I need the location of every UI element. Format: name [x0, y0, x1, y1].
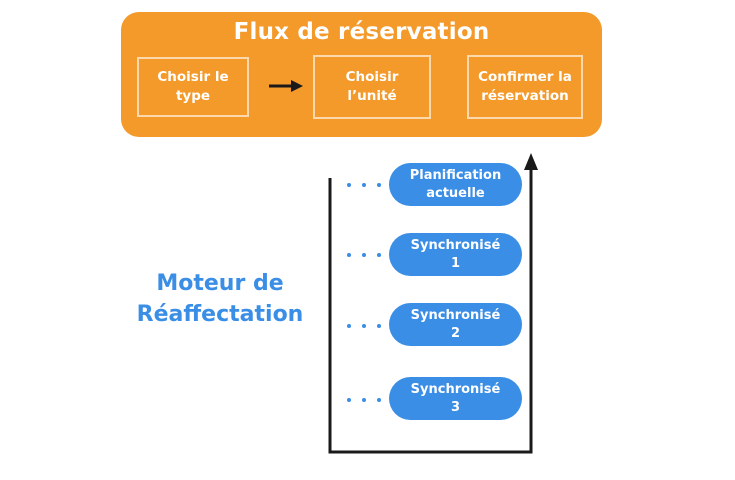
- step-confirm-booking-label: Confirmer la réservation: [478, 69, 572, 104]
- reassignment-engine-label: Moteur de Réaffectation: [136, 271, 304, 327]
- dots-connector: [347, 253, 381, 257]
- step-choose-unit: Choisir l’unité: [313, 55, 431, 119]
- up-arrow-icon: [524, 153, 538, 170]
- stack-bracket-line: [328, 170, 533, 454]
- step-choose-unit-label: Choisir l’unité: [345, 69, 399, 104]
- step-choose-type-label: Choisir le type: [157, 69, 229, 104]
- schedule-synced-2-pill: Synchronisé 2: [389, 303, 522, 346]
- booking-flow-title: Flux de réservation: [233, 19, 490, 45]
- schedule-synced-1-pill: Synchronisé 1: [389, 233, 522, 276]
- schedule-current-pill: Planification actuelle: [389, 163, 522, 206]
- step-confirm-booking: Confirmer la réservation: [467, 55, 583, 119]
- dots-connector: [347, 324, 381, 328]
- dots-connector: [347, 183, 381, 187]
- step-choose-type: Choisir le type: [137, 57, 249, 117]
- booking-flow-panel: Flux de réservation Choisir le type Choi…: [121, 12, 602, 137]
- schedule-synced-3-pill: Synchronisé 3: [389, 377, 522, 420]
- right-arrow-icon: [269, 80, 303, 92]
- dots-connector: [347, 398, 381, 402]
